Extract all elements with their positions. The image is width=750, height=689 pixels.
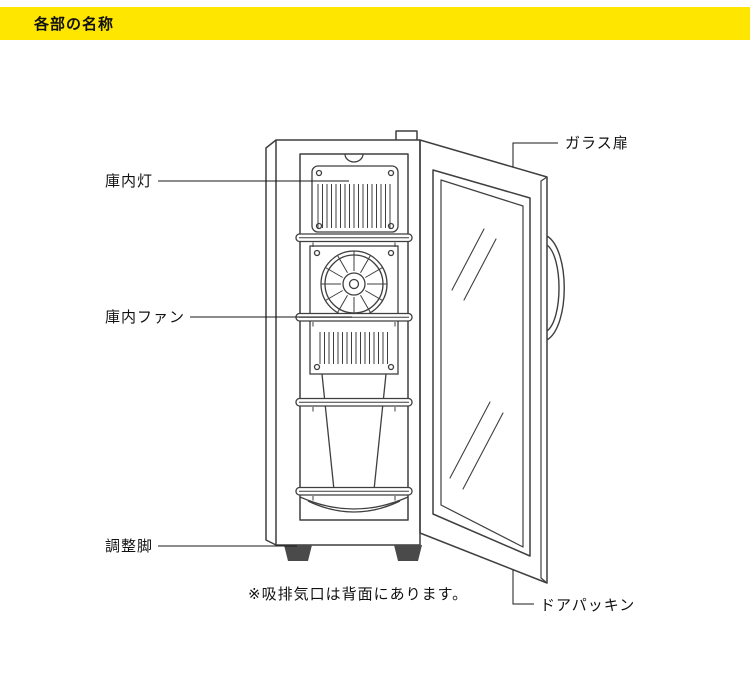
shelf: [295, 312, 413, 327]
interior-light: [344, 153, 364, 163]
leader-door-gasket: [512, 570, 534, 605]
foot-left: [284, 545, 312, 561]
screw-icon: [387, 169, 395, 177]
label-adjustable-feet: 調整脚: [105, 537, 154, 555]
shelves: [295, 233, 413, 501]
label-interior-fan: 庫内ファン: [105, 308, 186, 326]
interior-fan: [309, 245, 399, 375]
air-duct: [321, 373, 387, 491]
door-handle-icon: [546, 235, 565, 341]
fan-fins: [319, 332, 388, 364]
screw-icon: [387, 249, 395, 257]
screw-icon: [315, 169, 323, 177]
foot-right: [394, 545, 422, 561]
leader-lines: [158, 142, 558, 605]
cabinet-side-panel: [265, 139, 277, 546]
screw-icon: [387, 363, 395, 371]
label-interior-light: 庫内灯: [105, 172, 154, 190]
shelf: [295, 486, 413, 501]
shelf: [295, 233, 413, 247]
note-text: ※吸排気口は背面にあります。: [248, 585, 469, 603]
label-door-gasket: ドアパッキン: [540, 596, 636, 614]
screw-icon: [387, 222, 395, 230]
cabinet: [265, 130, 421, 546]
glass-door: [419, 139, 548, 584]
page-title: 各部の名称: [34, 15, 115, 33]
screw-icon: [313, 249, 321, 257]
interior-floor: [299, 496, 409, 513]
glass-reflections-icon: [449, 228, 504, 490]
screw-icon: [315, 222, 323, 230]
adjustable-feet: [284, 545, 422, 561]
label-glass-door: ガラス扉: [565, 134, 629, 152]
shelf: [295, 397, 413, 412]
hinge-cover: [395, 130, 418, 140]
screw-icon: [313, 363, 321, 371]
evaporator-panel: [311, 165, 399, 233]
fan-blades: [321, 251, 387, 317]
header-bar: 各部の名称: [0, 7, 750, 40]
leader-glass-door: [512, 142, 558, 167]
